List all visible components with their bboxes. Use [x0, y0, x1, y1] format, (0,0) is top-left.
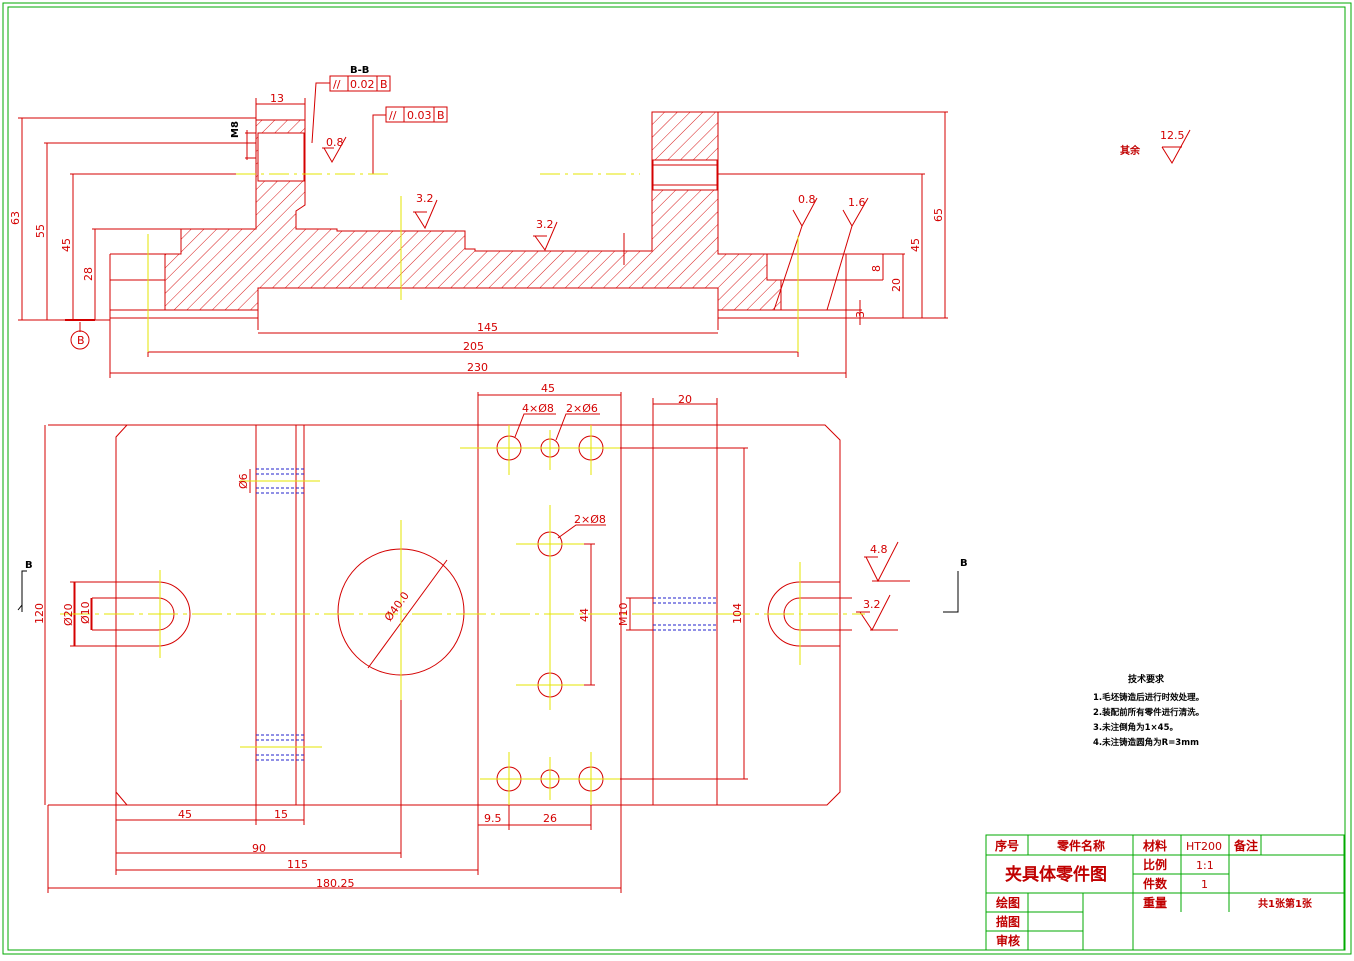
- tb-material-value: HT200: [1186, 840, 1222, 853]
- tb-scale-label: 比例: [1143, 857, 1167, 872]
- dia-6: Ø6: [237, 473, 250, 489]
- dim-205: 205: [463, 340, 484, 353]
- dim-28: 28: [82, 267, 95, 281]
- tb-material: 材料: [1142, 838, 1167, 853]
- holes-2x8: 2×Ø8: [574, 513, 606, 526]
- roughness-top-1: 0.8: [326, 136, 344, 149]
- section-mark-left: B: [25, 560, 33, 571]
- roughness-top-3: 3.2: [536, 218, 554, 231]
- other-roughness-symbol: [1161, 129, 1191, 164]
- tb-qty-label: 件数: [1143, 876, 1168, 891]
- roughness-top-5: 1.6: [848, 196, 866, 209]
- title-block: [985, 834, 1345, 951]
- tech-title: 技术要求: [1128, 673, 1165, 685]
- dim-15: 15: [274, 808, 288, 821]
- dim-13: 13: [270, 92, 284, 105]
- dim-120: 120: [33, 603, 46, 624]
- holes-2x6: 2×Ø6: [566, 402, 598, 415]
- dim-45-bottom: 45: [178, 808, 192, 821]
- tol2-value: 0.03: [407, 109, 432, 122]
- tol1-symbol: //: [333, 78, 341, 91]
- section-centerlines: [147, 173, 799, 352]
- dim-3: 3: [854, 311, 867, 318]
- holes-4x8: 4×Ø8: [522, 402, 554, 415]
- dim-9-5: 9.5: [484, 812, 502, 825]
- datum-letter: B: [77, 334, 85, 347]
- tb-note: 备注: [1233, 838, 1258, 853]
- thread-label: M8: [230, 121, 241, 138]
- tb-part-name: 零件名称: [1056, 838, 1105, 853]
- dim-45-right: 45: [909, 238, 922, 252]
- dim-45-left: 45: [60, 238, 73, 252]
- section-mark-right: B: [960, 558, 968, 569]
- dim-8: 8: [870, 265, 883, 272]
- dim-180-25: 180.25: [316, 877, 355, 890]
- tb-seq: 序号: [995, 838, 1019, 853]
- roughness-top-2: 3.2: [416, 192, 434, 205]
- plan-centerlines: [60, 425, 865, 805]
- other-roughness-label: 其余: [1120, 144, 1141, 157]
- tech-item-4: 4.未注铸造圆角为R=3mm: [1093, 737, 1199, 748]
- inner-border: [7, 6, 1346, 951]
- dim-20: 20: [890, 278, 903, 292]
- dim-55: 55: [34, 224, 47, 238]
- dim-45-top: 45: [541, 382, 555, 395]
- section-view: [18, 75, 948, 378]
- dim-230: 230: [467, 361, 488, 374]
- tol1-datum: B: [380, 78, 388, 91]
- dim-65: 65: [932, 208, 945, 222]
- drawing-title: 夹具体零件图: [1005, 864, 1107, 885]
- dia-40: Ø40.0: [382, 589, 412, 623]
- dim-m10: M10: [617, 603, 630, 627]
- dim-90: 90: [252, 842, 266, 855]
- hidden-lines: [256, 468, 717, 761]
- tb-weight-label: 重量: [1143, 895, 1167, 910]
- roughness-plan-2: 3.2: [863, 598, 881, 611]
- dim-145: 145: [477, 321, 498, 334]
- tb-qty-value: 1: [1201, 878, 1208, 891]
- dim-63: 63: [9, 211, 22, 225]
- tb-drawn: 绘图: [996, 895, 1020, 910]
- other-roughness-value: 12.5: [1160, 129, 1185, 142]
- tol2-symbol: //: [389, 109, 397, 122]
- dim-20-top: 20: [678, 393, 692, 406]
- dim-104: 104: [731, 603, 744, 624]
- dim-115: 115: [287, 858, 308, 871]
- tb-sheets: 共1张第1张: [1258, 897, 1313, 910]
- dim-44: 44: [578, 608, 591, 622]
- dia-10: Ø10: [79, 601, 92, 624]
- tech-item-1: 1.毛坯铸造后进行时效处理。: [1093, 692, 1204, 703]
- roughness-plan-1: 4.8: [870, 543, 888, 556]
- tb-scale-value: 1:1: [1196, 859, 1214, 872]
- tech-item-3: 3.未注倒角为1×45。: [1093, 722, 1178, 733]
- tb-checked: 审核: [996, 933, 1020, 948]
- tol1-value: 0.02: [350, 78, 375, 91]
- dia-20: Ø20: [62, 603, 75, 626]
- section-label: B-B: [350, 65, 369, 76]
- tol2-datum: B: [437, 109, 445, 122]
- roughness-top-4: 0.8: [798, 193, 816, 206]
- dim-26: 26: [543, 812, 557, 825]
- tech-item-2: 2.装配前所有零件进行清洗。: [1093, 707, 1204, 718]
- tb-traced: 描图: [996, 914, 1020, 929]
